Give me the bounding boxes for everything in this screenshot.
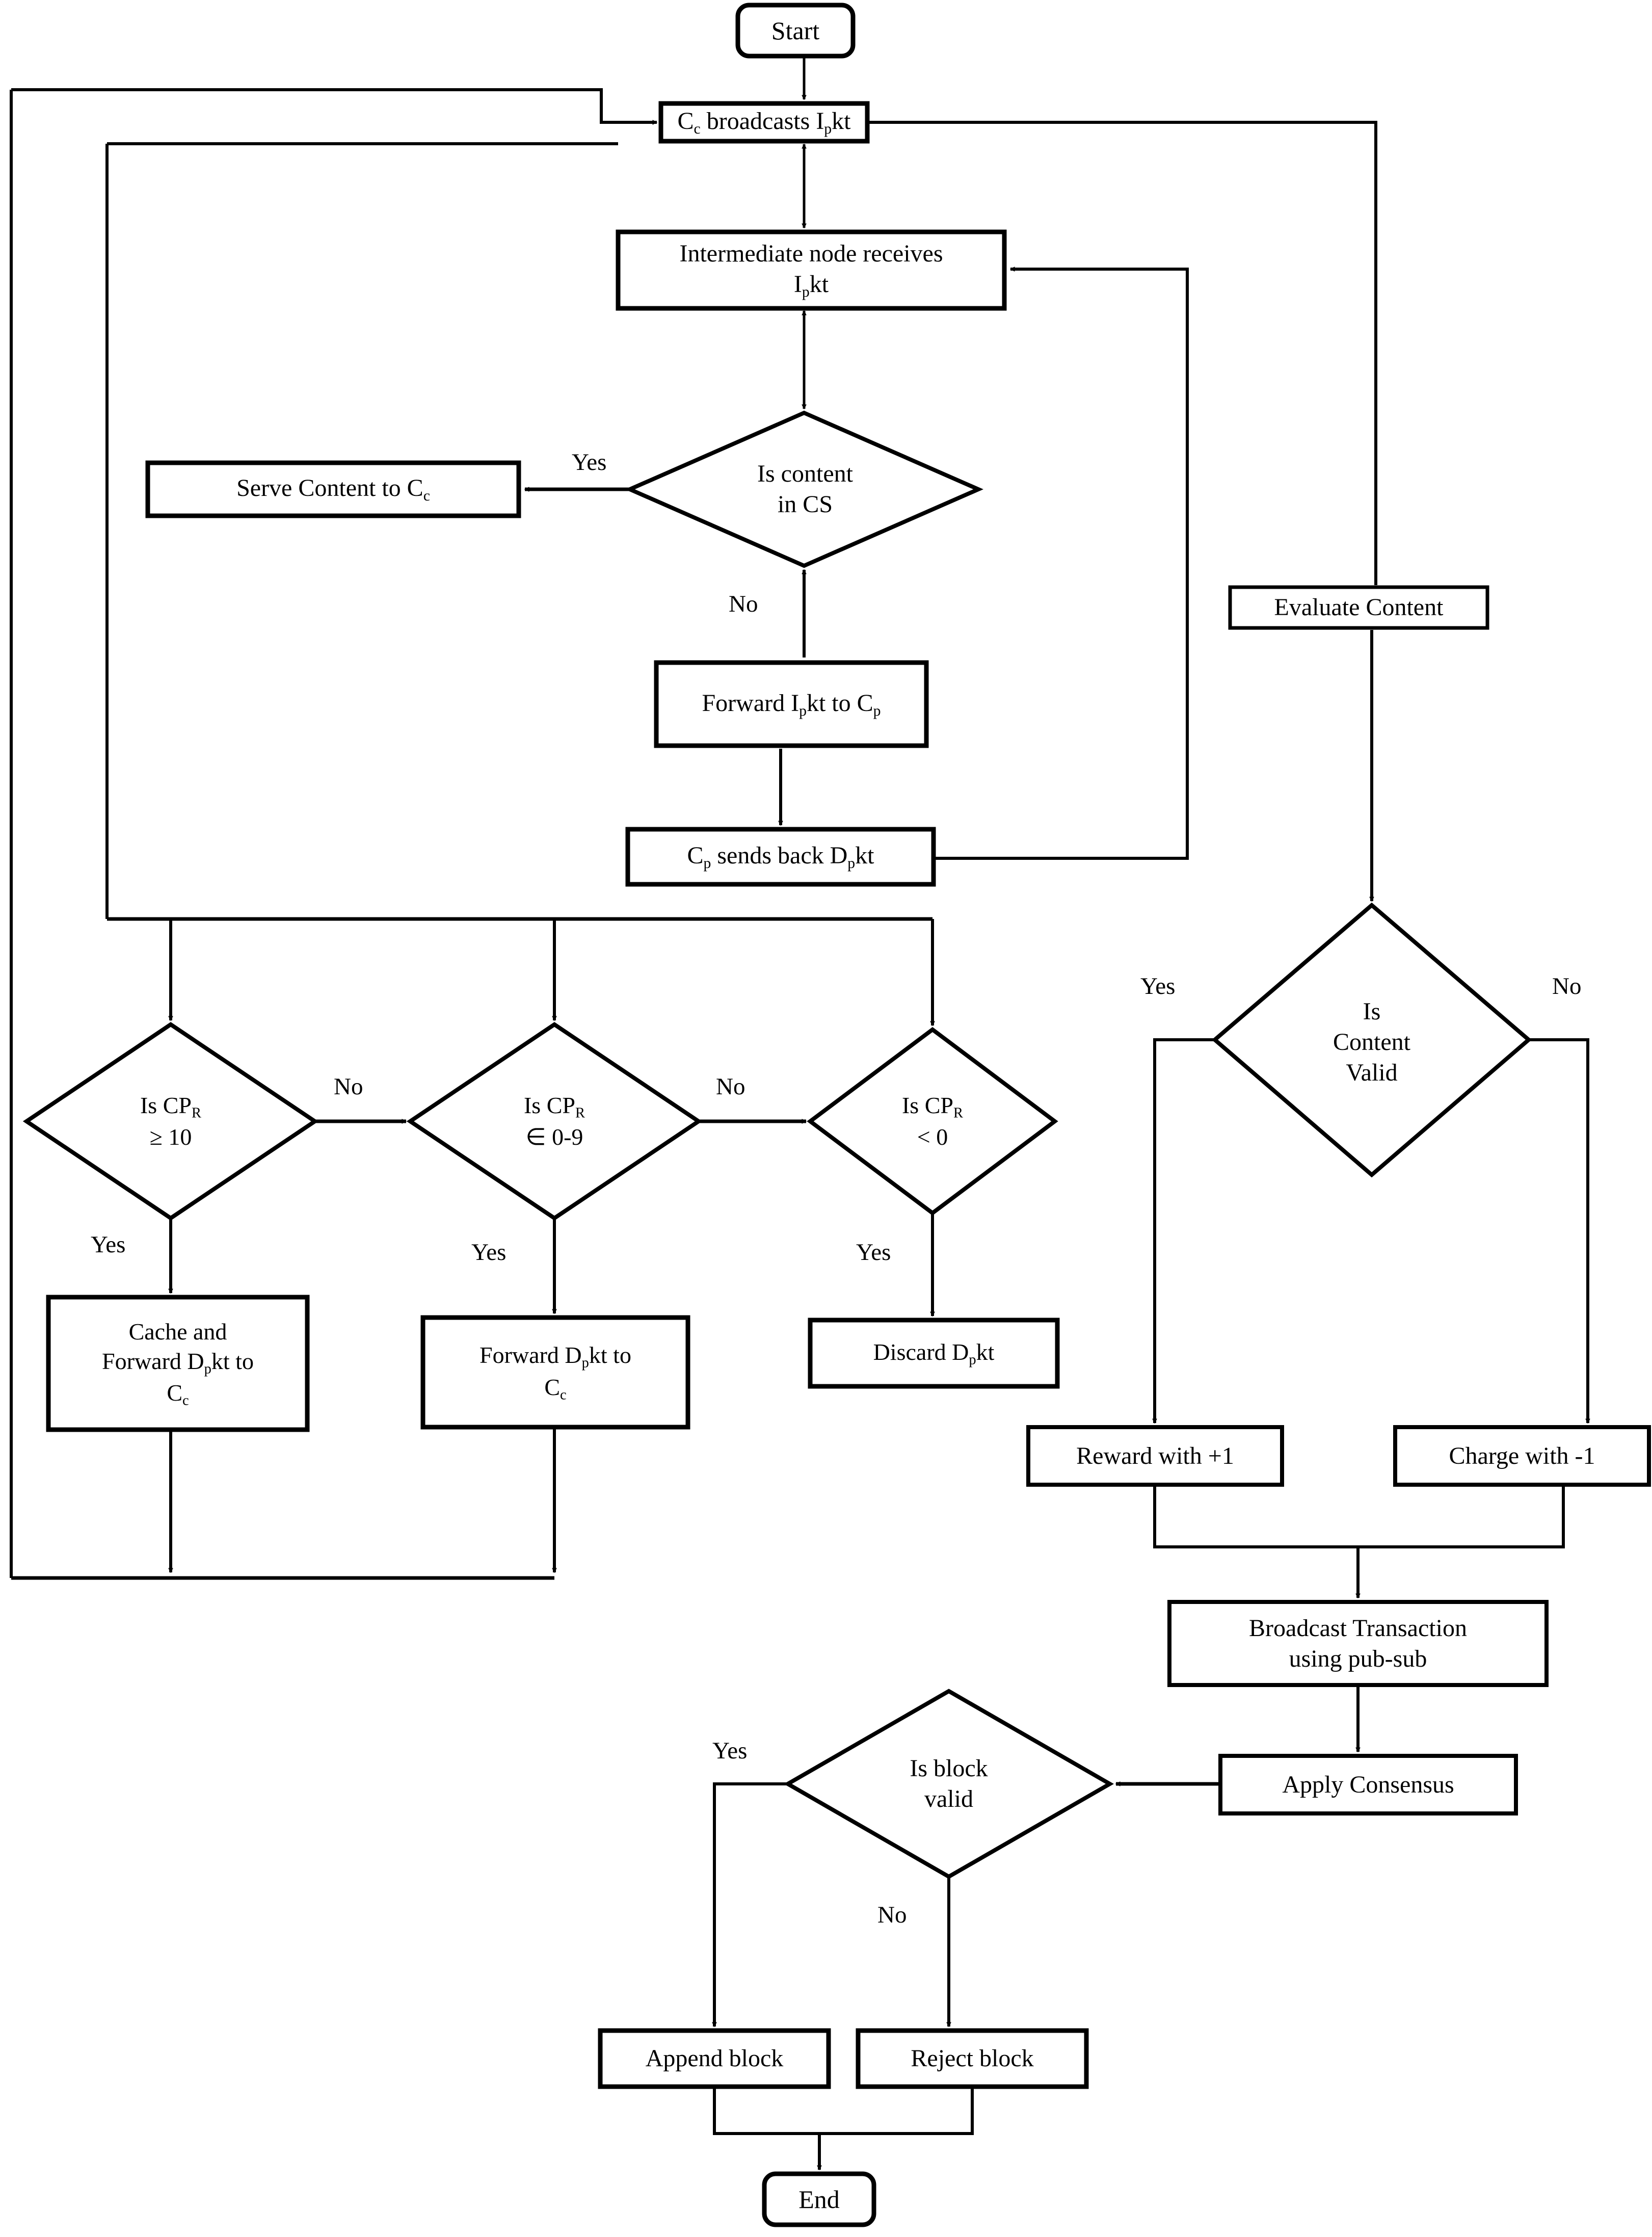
edge-label-cpr-ge10-no: No: [334, 1073, 363, 1100]
shape-is-block-valid: [783, 1689, 1114, 1879]
edge-label-cpr-0to9-yes: Yes: [471, 1239, 507, 1266]
shape-is-cpr-ge10: [22, 1022, 319, 1221]
edge-charge-merge: [1358, 1485, 1565, 1548]
shape-cp-sends-back: [625, 827, 936, 887]
edge-append-merge: [713, 2087, 819, 2135]
shape-cc-broadcast: [658, 101, 870, 144]
edge-label-cpr-lt0-yes: Yes: [856, 1239, 891, 1266]
shape-broadcast-transaction: [1167, 1600, 1549, 1687]
shape-is-content-valid: [1211, 902, 1532, 1178]
edge-label-content-in-cs-yes: Yes: [572, 449, 607, 476]
shape-serve-content: [145, 460, 521, 518]
edge-reject-merge: [819, 2087, 974, 2135]
shape-charge: [1393, 1425, 1651, 1487]
shape-end: [762, 2171, 876, 2227]
edge-label-cpr-ge10-yes: Yes: [91, 1231, 126, 1258]
edge-reward-merge: [1153, 1485, 1358, 1548]
shape-discard-dpkt: [808, 1318, 1060, 1389]
shape-forward-dpkt: [420, 1315, 690, 1430]
edge-valid-no-to-charge: [1529, 1038, 1590, 1424]
shape-is-cpr-0to9: [406, 1022, 703, 1221]
shape-evaluate-content: [1228, 585, 1489, 630]
shape-forward-ipkt: [654, 660, 929, 748]
edge-broadcast-to-evaluate: [867, 121, 1377, 585]
shape-reject-block: [856, 2028, 1089, 2089]
edge-blockvalid-yes-to-append: [712, 1782, 788, 2028]
shape-cache-and-forward: [46, 1295, 310, 1432]
shape-intermediate-receives: [616, 229, 1007, 311]
shape-append-block: [598, 2028, 831, 2089]
edge-label-block-valid-yes: Yes: [712, 1738, 748, 1764]
edge-return-to-broadcast: [11, 88, 658, 125]
edge-label-block-valid-no: No: [877, 1902, 907, 1928]
shape-is-content-in-cs: [625, 410, 983, 568]
edge-cpsends-to-intermediate: [934, 267, 1189, 860]
edge-label-content-in-cs-no: No: [729, 591, 758, 617]
edge-label-content-valid-no: No: [1552, 973, 1582, 999]
edge-label-cpr-0to9-no: No: [716, 1073, 745, 1100]
edge-label-content-valid-yes: Yes: [1140, 973, 1176, 999]
shape-apply-consensus: [1218, 1754, 1518, 1815]
shape-is-cpr-lt0: [807, 1027, 1058, 1216]
edge-valid-yes-to-reward: [1152, 1038, 1215, 1424]
shape-reward: [1026, 1425, 1284, 1487]
shape-start: [735, 3, 856, 59]
